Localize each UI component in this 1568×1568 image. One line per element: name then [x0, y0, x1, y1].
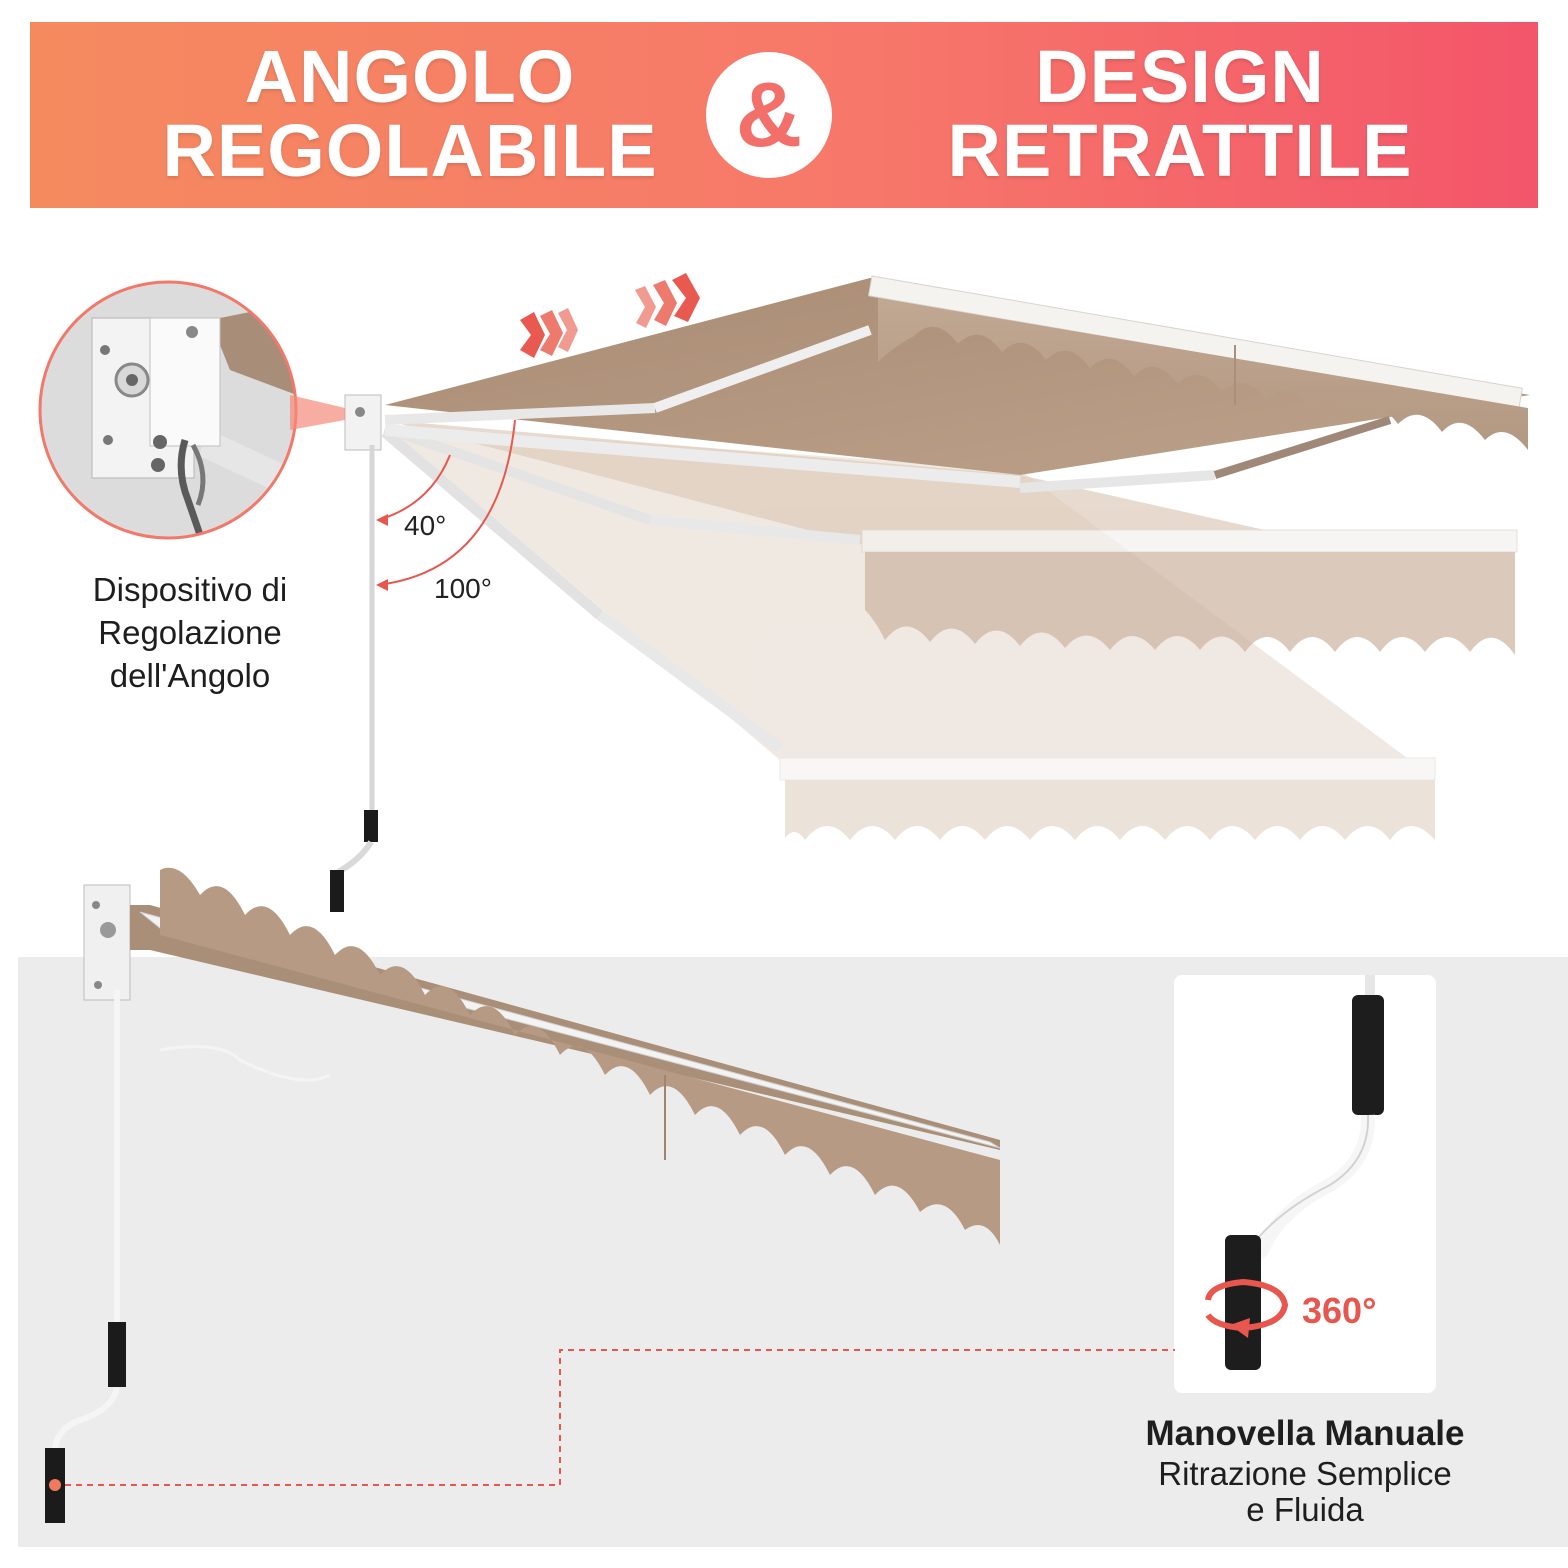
banner-title-left: ANGOLO REGOLABILE — [162, 35, 658, 192]
header-banner: ANGOLO REGOLABILE & DESIGN RETRATTILE — [30, 22, 1538, 208]
crank-handle-top — [364, 810, 378, 842]
ampersand-badge: & — [706, 52, 832, 178]
angle-arc-100 — [377, 419, 516, 586]
retract-arrows-icon — [520, 308, 578, 358]
angle-device-zoom — [38, 280, 345, 540]
awning-position-40 — [385, 275, 1530, 475]
extend-arrows-icon — [635, 273, 700, 328]
rotate-360-icon — [1205, 1278, 1289, 1332]
banner-title-right: DESIGN RETRATTILE — [947, 35, 1413, 192]
dashed-connector — [65, 1349, 1175, 1486]
angle-device-caption: Dispositivo di Regolazione dell'Angolo — [92, 571, 288, 694]
angle-arc-40 — [377, 454, 451, 521]
crank-subtitle-1: Ritrazione Semplice — [1158, 1455, 1452, 1492]
crank-caption: Manovella Manuale Ritrazione Semplice e … — [1070, 1412, 1540, 1528]
crank-closeup — [1205, 975, 1384, 1370]
awning-position-mid — [385, 420, 1518, 655]
awning-closed — [83, 867, 1001, 1245]
angle-label-100: 100° — [434, 573, 492, 604]
crank-title: Manovella Manuale — [1145, 1414, 1465, 1453]
angle-label-40: 40° — [404, 510, 447, 541]
rotation-label-360: 360° — [1302, 1290, 1377, 1331]
crank-grip — [330, 870, 344, 912]
wall-bracket — [344, 394, 382, 451]
crank-subtitle-2: e Fluida — [1246, 1491, 1364, 1528]
crank-handle-lower — [108, 1322, 126, 1387]
